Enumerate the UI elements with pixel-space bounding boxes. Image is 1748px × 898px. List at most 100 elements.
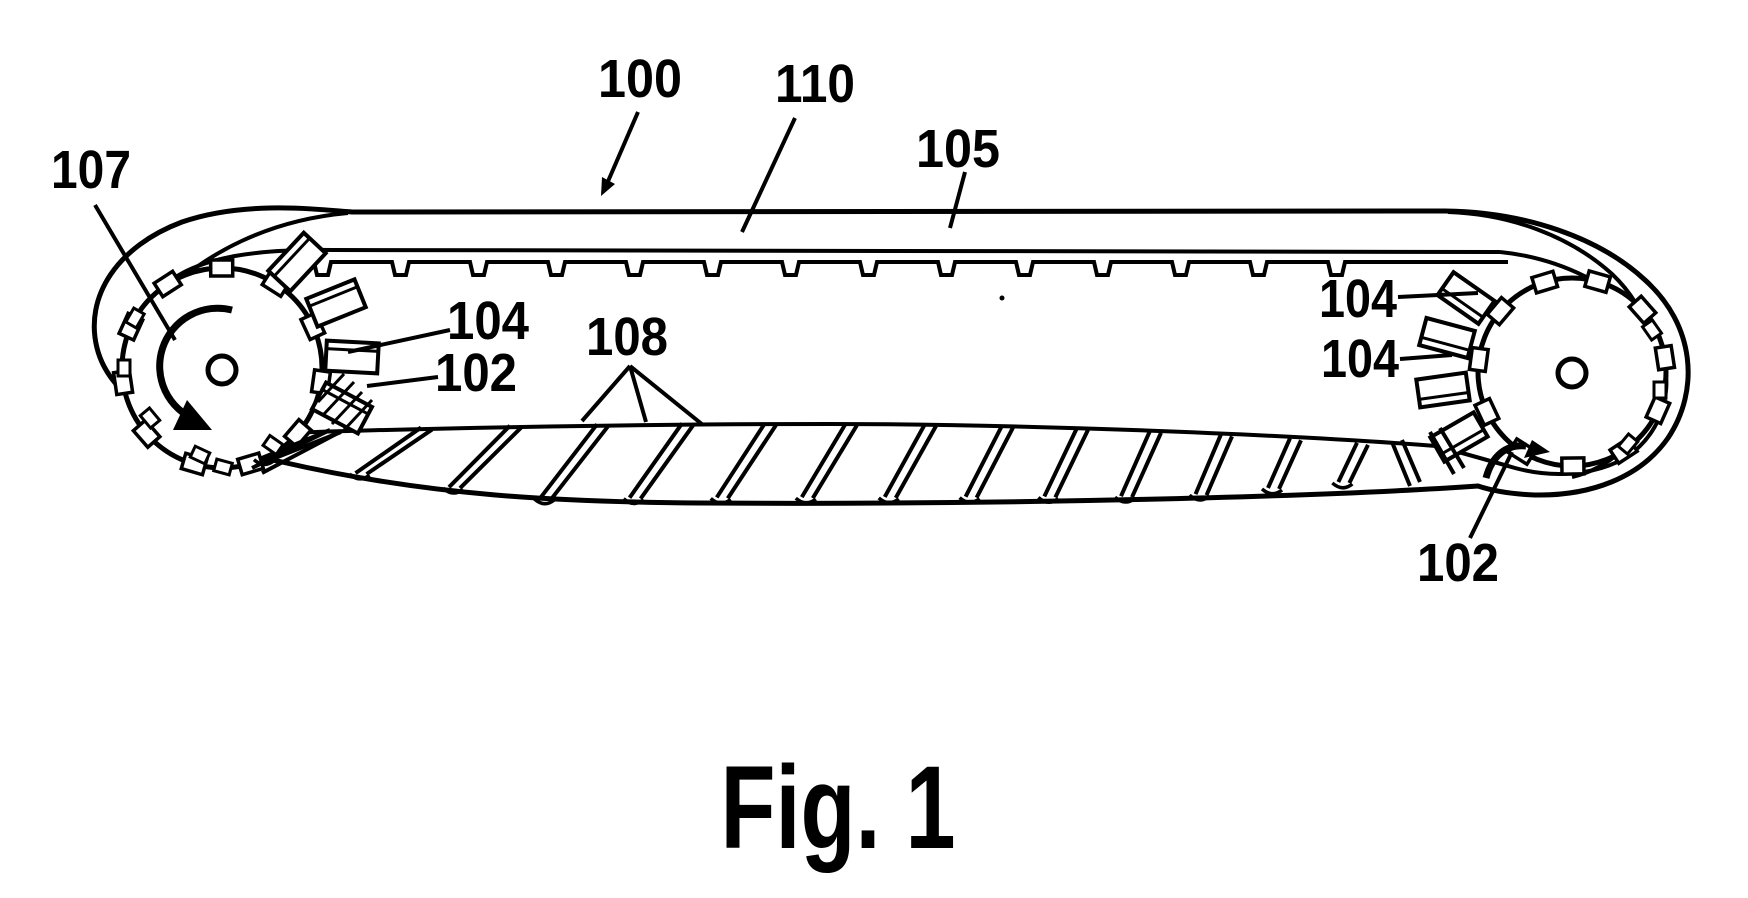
sprocket-teeth	[111, 258, 1677, 477]
sprocket-tooth-notch	[1560, 456, 1586, 476]
cleat-edge	[251, 428, 331, 470]
cleat-foot	[348, 472, 371, 481]
cleat-edge-inner	[894, 425, 938, 499]
cleat-foot	[794, 496, 817, 505]
cleat-edge	[963, 424, 1004, 498]
reference-labels: 100 110 105 107 104 102 108 104 104 102	[51, 49, 1499, 593]
cleat-foot	[1037, 496, 1060, 504]
leader-107	[93, 203, 177, 342]
sprocket-tooth-notch	[1467, 345, 1491, 374]
leader-100	[601, 111, 640, 196]
band-notch-tabs	[116, 306, 1668, 477]
band-notch-tab	[1652, 380, 1668, 400]
cleat-edge-inner	[811, 424, 859, 500]
sprocket-tooth-notch	[1582, 268, 1613, 295]
sprocket-tooth-notch	[1643, 394, 1672, 426]
cleat-foot	[441, 486, 465, 495]
cleat-edge	[447, 424, 512, 489]
band-notch-tab	[138, 405, 162, 431]
belt-top-inner-line	[331, 248, 1501, 254]
cleat-edge	[1428, 431, 1456, 475]
figure-caption: Fig. 1	[721, 742, 956, 874]
cleat-foot	[1113, 495, 1137, 504]
reference-label-107: 107	[51, 140, 131, 200]
sprocket-tooth-notch	[1484, 295, 1517, 328]
leader-104-right-lower	[1399, 353, 1453, 361]
cleat-foot	[877, 496, 900, 505]
cleat-edge-inner	[261, 431, 339, 475]
bottom-cleats	[251, 421, 1466, 506]
cleat-edge	[800, 422, 848, 499]
leader-110	[740, 117, 797, 233]
reference-label-110: 110	[775, 54, 855, 114]
sprocket-tooth-notch	[235, 450, 266, 477]
leader-108	[580, 364, 705, 427]
cleat-edge	[627, 422, 684, 499]
sprocket-tooth-notch	[130, 417, 163, 450]
cleat-edge-inner	[1277, 439, 1303, 490]
cleat-edge-inner	[1400, 439, 1422, 483]
cleat-foot	[958, 496, 981, 505]
cleat-foot	[1331, 481, 1354, 490]
cleat-edge	[1336, 441, 1359, 483]
leader-100-arrowhead	[601, 177, 615, 196]
reference-label-102-right: 102	[1417, 533, 1499, 593]
cleat-foot	[533, 497, 556, 506]
belt-outer-silhouette	[91, 205, 1691, 506]
cleat-edge-inner	[1053, 429, 1090, 499]
band-notch-tab	[116, 358, 132, 378]
reference-label-100: 100	[598, 49, 682, 109]
right-axle-hole	[1555, 356, 1589, 390]
cleat-edge-inner	[726, 423, 778, 500]
cleat-edge-inner	[1204, 435, 1234, 496]
reference-label-108: 108	[586, 307, 668, 367]
cleat-edge	[715, 421, 767, 499]
leader-102-left	[366, 375, 439, 388]
cleat-edge-inner	[549, 425, 610, 501]
leader-lines	[93, 111, 1514, 539]
band-notch-tab	[211, 457, 235, 477]
cleat-edge-inner	[365, 427, 434, 476]
reference-label-104-right-upper: 104	[1319, 269, 1397, 329]
band-notch-tab	[123, 306, 147, 330]
cleat-edge-inner	[1438, 426, 1466, 470]
sprocket-tooth-notch	[282, 417, 314, 450]
cleat-edge-inner	[1347, 443, 1370, 484]
hatched-tooth	[316, 372, 374, 432]
tooth-groove-path	[302, 260, 1508, 277]
reference-label-104-left: 104	[447, 291, 529, 351]
left-axle-hole	[205, 353, 239, 387]
leader-102-right	[1468, 451, 1514, 539]
sprocket-tooth-notch	[1626, 293, 1659, 326]
rotation-arrowhead	[173, 400, 212, 430]
drive-lugs-right	[1414, 269, 1498, 465]
cleat-edge	[1193, 433, 1223, 495]
sprocket-tooth-notch	[151, 268, 184, 300]
cleat-edge-inner	[458, 426, 523, 490]
cleat-edge	[1119, 430, 1152, 498]
belt-outline	[91, 205, 1691, 506]
cleat-edge	[882, 423, 927, 498]
band-notch-tab	[260, 433, 286, 457]
rotation-arrow	[156, 304, 233, 430]
leader-104-left	[347, 328, 451, 354]
sprocket-tooth-notch	[208, 258, 235, 278]
band-notch-tab	[1616, 431, 1640, 457]
cleat-edge-inner	[1130, 432, 1163, 499]
reference-label-102-left: 102	[435, 343, 517, 403]
cleat-foot	[622, 497, 645, 506]
cleat-foot	[1188, 493, 1211, 502]
sprocket-tooth-notch	[1529, 269, 1560, 296]
cleat-foot	[252, 458, 276, 467]
cleat-edge	[1266, 437, 1292, 489]
reference-label-104-right-lower: 104	[1321, 329, 1399, 389]
end-tooth-hook	[1482, 440, 1550, 480]
band-notch-tab	[188, 444, 212, 466]
belt-inner-bottom-line	[315, 421, 1437, 448]
cleat-foot	[1260, 487, 1284, 496]
leader-104-right-upper	[1397, 291, 1479, 299]
reference-label-105: 105	[916, 119, 1000, 179]
leader-105	[948, 171, 967, 229]
belt-tooth-groove-line	[302, 260, 1508, 277]
